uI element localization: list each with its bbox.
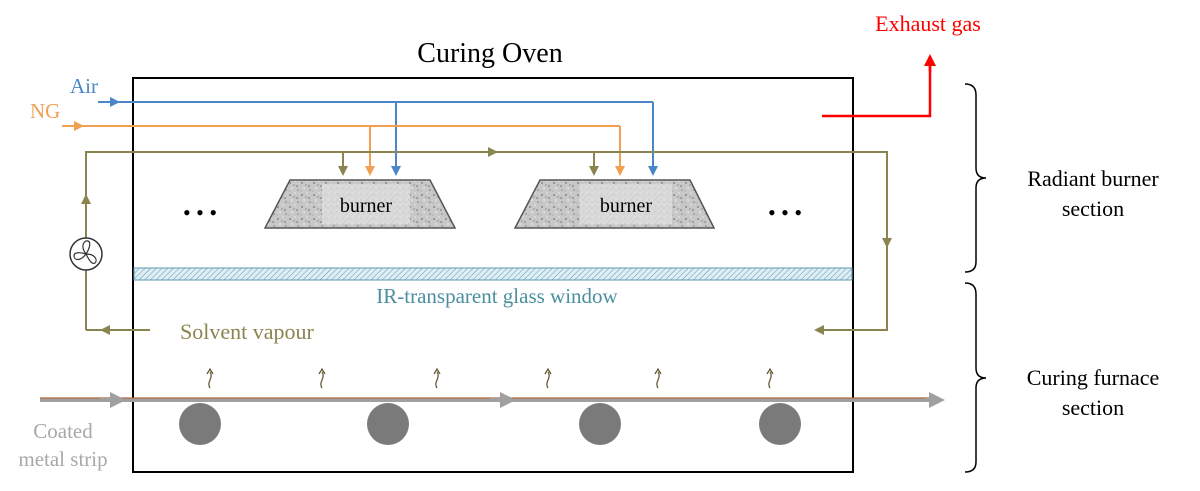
burner-label: burner (340, 195, 393, 217)
curing-section-label-line1: Curing furnace (1027, 365, 1160, 390)
curing-section-bracket (964, 282, 987, 473)
coated-metal-strip (40, 392, 945, 408)
solvent-vapour-label: Solvent vapour (180, 319, 314, 344)
vapour-wisp-icon (206, 367, 774, 389)
radiant-section-bracket (964, 83, 987, 273)
radiant-section-label-line1: Radiant burner (1027, 166, 1159, 191)
burner-ellipsis-left: • • • (183, 200, 217, 225)
ir-glass-window (133, 267, 853, 281)
exhaust-label: Exhaust gas (875, 11, 981, 36)
burner-label: burner (600, 195, 653, 217)
ng-label: NG (30, 99, 60, 123)
oven-title: Curing Oven (417, 38, 562, 69)
burner-block-icon: burner (263, 179, 457, 229)
ir-window-label: IR-transparent glass window (376, 284, 618, 308)
curing-section-label-line2: section (1062, 395, 1124, 420)
strip-label-line1: Coated (33, 419, 93, 443)
air-supply-line: Air (70, 74, 658, 176)
exhaust-line: Exhaust gas (822, 11, 981, 118)
roller-icon (179, 403, 801, 445)
fan-icon (69, 237, 103, 271)
radiant-section-label-line2: section (1062, 196, 1124, 221)
ng-supply-line: NG (30, 99, 625, 176)
burner-ellipsis-right: • • • (768, 200, 802, 225)
air-label: Air (70, 74, 98, 98)
oven-enclosure (132, 77, 854, 473)
burner-block-icon: burner (513, 179, 716, 229)
strip-label-line2: metal strip (18, 447, 107, 471)
